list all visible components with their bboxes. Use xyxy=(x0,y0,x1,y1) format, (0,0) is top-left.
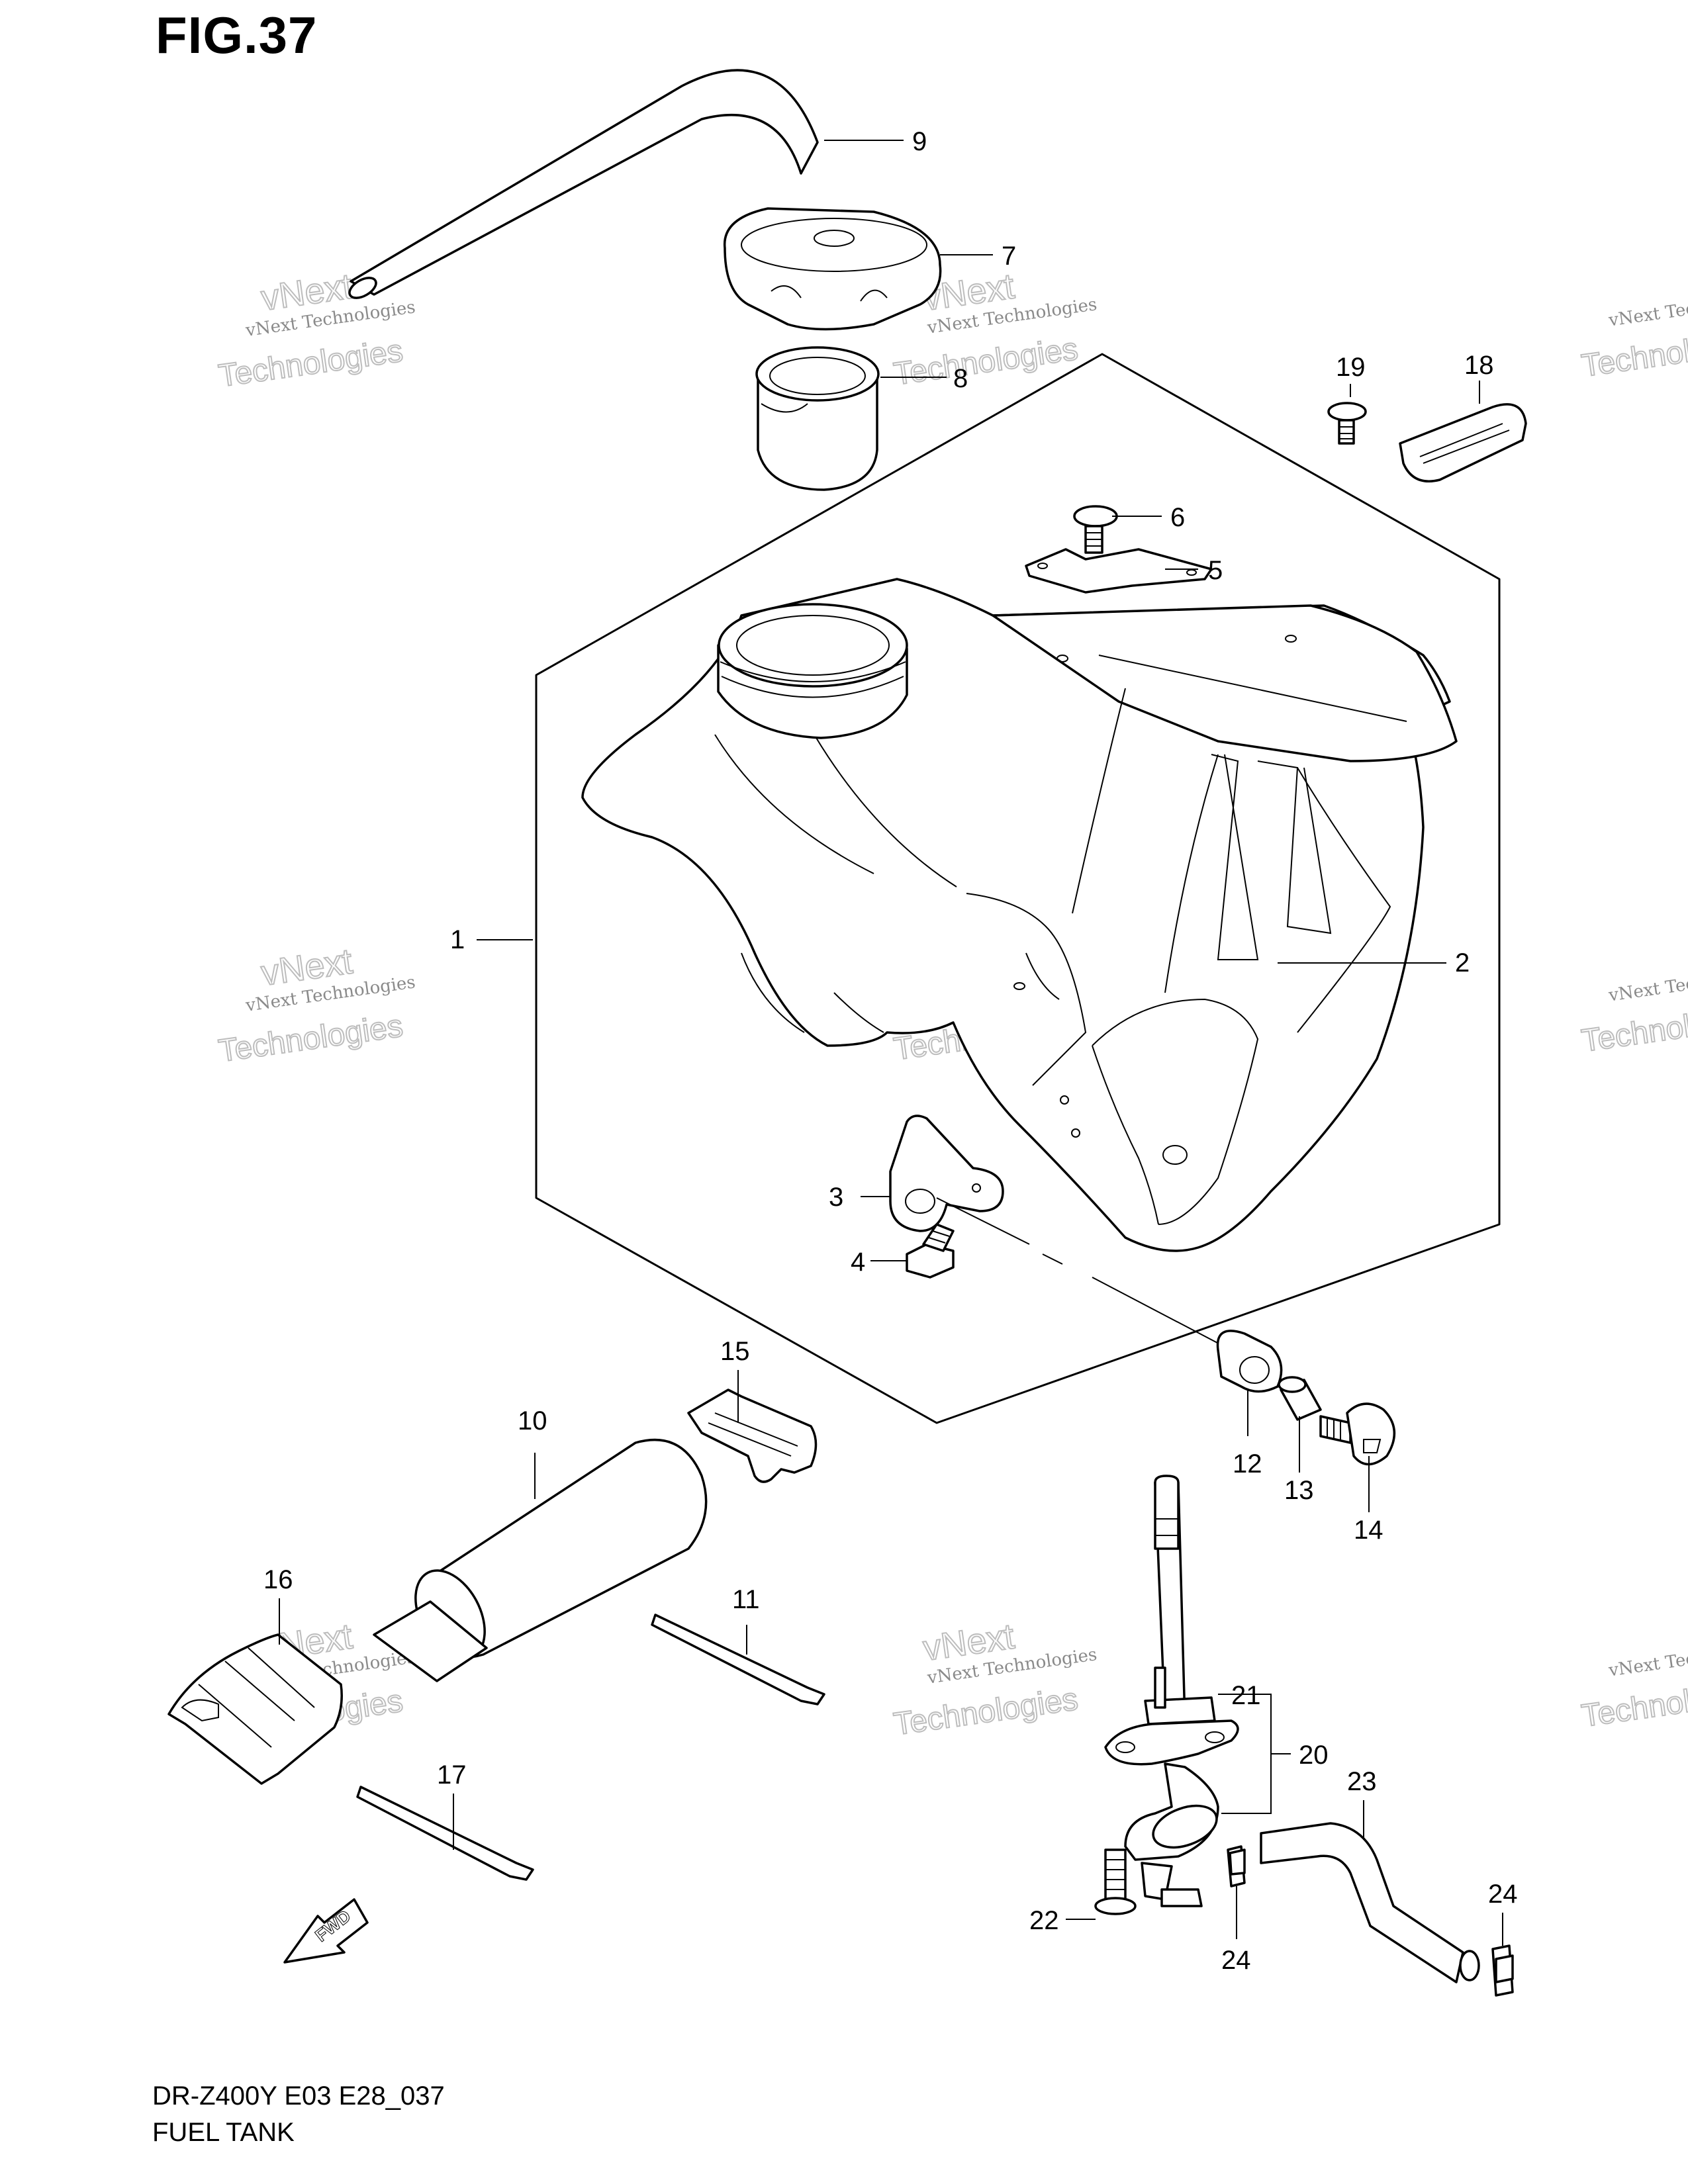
callout-13: 13 xyxy=(1284,1476,1314,1505)
section-name: FUEL TANK xyxy=(152,2118,295,2147)
callout-2: 2 xyxy=(1455,948,1470,978)
cushion-part-16 xyxy=(167,1633,343,1785)
callout-7: 7 xyxy=(1002,242,1016,271)
watermark-text: vNext Technologies xyxy=(1607,962,1688,1006)
callout-4: 4 xyxy=(851,1248,865,1277)
tie-strap-part-17 xyxy=(356,1786,534,1881)
watermark-text: Technologies xyxy=(216,334,405,394)
callout-21: 21 xyxy=(1231,1681,1261,1710)
watermark-top-right: vNext Technologies Technologies xyxy=(1579,287,1688,385)
callout-5: 5 xyxy=(1208,556,1223,585)
tank-assembly-boundary xyxy=(535,353,1501,1424)
callout-18: 18 xyxy=(1464,351,1494,380)
clip-part-24b xyxy=(1491,1944,1514,1997)
callout-16: 16 xyxy=(263,1565,293,1594)
screw-part-19 xyxy=(1327,402,1367,445)
grommet-part-12 xyxy=(1216,1330,1283,1393)
mount-bracket-part-3 xyxy=(889,1115,1004,1232)
tie-strap-part-11 xyxy=(651,1614,825,1706)
strap-hook-part-18 xyxy=(1399,403,1527,482)
watermark-text: Technologies xyxy=(1579,323,1688,383)
callout-24a: 24 xyxy=(1221,1946,1251,1975)
callout-labels: 1 2 3 4 5 6 7 8 9 10 11 12 13 14 15 16 1… xyxy=(263,127,1518,1975)
clip-part-24a xyxy=(1227,1845,1246,1888)
watermark-mid-left: vNext vNext Technologies Technologies xyxy=(216,940,416,1069)
fuel-hose-part-23 xyxy=(1260,1822,1480,1983)
screw-part-6 xyxy=(1073,505,1118,554)
spacer-part-13 xyxy=(1278,1376,1322,1421)
callout-15: 15 xyxy=(720,1337,750,1366)
callout-23: 23 xyxy=(1347,1767,1377,1796)
callout-17: 17 xyxy=(437,1760,467,1790)
callout-9: 9 xyxy=(912,127,927,156)
callout-11: 11 xyxy=(732,1585,760,1614)
clamp-part-15 xyxy=(687,1388,818,1483)
callout-10: 10 xyxy=(518,1406,547,1435)
callout-6: 6 xyxy=(1170,503,1185,532)
model-code: DR-Z400Y E03 E28_037 xyxy=(152,2081,445,2111)
callout-8: 8 xyxy=(953,364,968,393)
watermark-low-center: vNext vNext Technologies Technologies xyxy=(891,1615,1098,1743)
fuel-cock-part-20 xyxy=(1104,1475,1239,1907)
watermark-mid-right: vNext Technologies Technologies xyxy=(1579,962,1688,1060)
callout-12: 12 xyxy=(1233,1449,1262,1479)
screw-part-22 xyxy=(1094,1848,1137,1915)
alignment-line xyxy=(936,1197,1232,1351)
watermark-text: Technologies xyxy=(892,1682,1080,1742)
callout-24b: 24 xyxy=(1488,1880,1518,1909)
callout-22: 22 xyxy=(1029,1906,1059,1935)
watermark-text: vNext Technologies xyxy=(1607,287,1688,331)
breather-hose-part-9 xyxy=(348,69,819,299)
watermark-text: Technologies xyxy=(1579,1673,1688,1733)
bracket-part-5 xyxy=(1025,548,1213,594)
fuel-cap-part-7 xyxy=(723,207,942,331)
bolt-part-4 xyxy=(906,1223,955,1279)
watermark-text: Technologies xyxy=(216,1009,405,1069)
watermark-text: Technologies xyxy=(1579,998,1688,1058)
watermark-low-right: vNext Technologies Technologies xyxy=(1579,1637,1688,1735)
filler-ring-part-8 xyxy=(755,346,880,491)
callout-19: 19 xyxy=(1336,353,1366,382)
watermark-text: vNext Technologies xyxy=(1607,1637,1688,1681)
callout-14: 14 xyxy=(1354,1516,1383,1545)
insulator-tube-part-10 xyxy=(373,1438,708,1682)
callout-20: 20 xyxy=(1299,1741,1329,1770)
figure-title: FIG.37 xyxy=(156,6,318,64)
leader-lines xyxy=(279,140,1503,1946)
forward-arrow: FWD xyxy=(283,1898,369,1964)
callout-1: 1 xyxy=(450,925,465,954)
fuel-tank-part-1 xyxy=(581,578,1458,1252)
callout-3: 3 xyxy=(829,1183,843,1212)
bolt-part-14 xyxy=(1319,1402,1395,1466)
